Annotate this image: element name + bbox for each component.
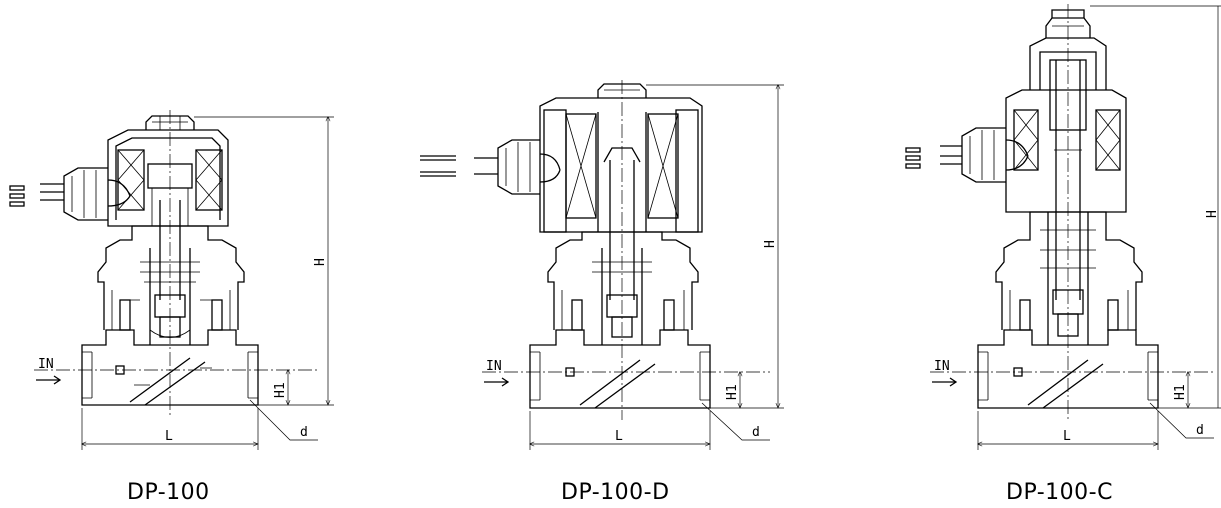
caption-dp-100-c: DP-100-C bbox=[1006, 480, 1113, 505]
h-label: H bbox=[1205, 210, 1220, 218]
in-label: IN bbox=[486, 359, 502, 374]
h-label: H bbox=[763, 240, 778, 248]
d-label: d bbox=[1196, 423, 1204, 438]
l-label: L bbox=[165, 429, 173, 444]
h-label: H bbox=[313, 258, 328, 266]
caption-dp-100: DP-100 bbox=[127, 480, 210, 505]
caption-dp-100-d: DP-100-D bbox=[561, 480, 670, 505]
l-label: L bbox=[615, 429, 623, 444]
valve-dp-100: IN H H1 L d bbox=[9, 110, 334, 450]
in-label: IN bbox=[934, 359, 950, 374]
d-label: d bbox=[752, 425, 760, 440]
h1-label: H1 bbox=[725, 384, 740, 400]
d-label: d bbox=[300, 425, 308, 440]
valve-dp-100-c: IN H H1 L d bbox=[905, 4, 1221, 450]
valve-dp-100-d: IN H H1 L d bbox=[420, 80, 784, 450]
h1-label: H1 bbox=[273, 382, 288, 398]
h1-label: H1 bbox=[1173, 384, 1188, 400]
in-label: IN bbox=[38, 357, 54, 372]
l-label: L bbox=[1063, 429, 1071, 444]
